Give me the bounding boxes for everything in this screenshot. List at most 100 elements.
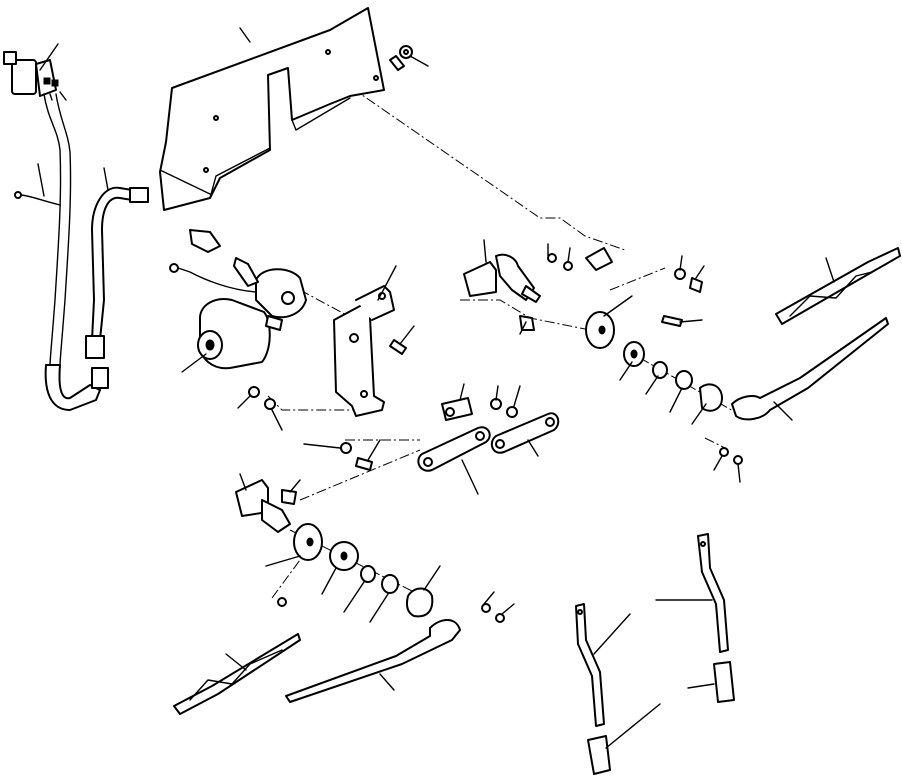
link-bar-left-body xyxy=(417,426,491,472)
leader-left-arm xyxy=(379,673,395,691)
bracket-bolt-shank xyxy=(389,339,407,355)
leader-switch xyxy=(39,43,59,71)
leader-crank-washer xyxy=(513,385,521,407)
jumper-connector-bottom xyxy=(91,367,109,389)
bracket-nut xyxy=(248,386,260,398)
right-pivot-upper-bolt xyxy=(689,277,703,293)
leader-right-screw xyxy=(679,319,703,323)
link-bar-right xyxy=(490,412,560,454)
bracket-nut-lower xyxy=(340,442,352,454)
motor-plug-boot xyxy=(233,257,259,287)
right-washer-flat-hole xyxy=(630,349,638,359)
extension-right-hole xyxy=(700,541,706,547)
left-washer-lock xyxy=(360,565,376,583)
alignment-line-right-nut xyxy=(609,267,666,291)
left-washer-flat-hole xyxy=(340,551,348,561)
leader-left-arm-washer xyxy=(501,603,515,615)
alignment-line-left-screw xyxy=(271,559,301,599)
cover-edge xyxy=(159,97,351,199)
bracket-bolt xyxy=(248,339,407,471)
alignment-line-right-arm-nut xyxy=(704,437,726,449)
leader-right-washer-lock xyxy=(645,375,659,395)
cover-nut-hole xyxy=(403,49,409,55)
right-wiper-blade xyxy=(775,247,901,325)
motor-gearbox xyxy=(255,268,307,319)
left-blade-yoke xyxy=(189,649,283,701)
boot-left-body xyxy=(587,735,611,775)
bracket-bolt-lower xyxy=(355,457,373,471)
alignment-line-link-left xyxy=(299,449,421,501)
left-wiper-arm xyxy=(285,619,461,703)
harness-lower-loop xyxy=(44,364,101,411)
right-pivot-clip xyxy=(585,247,613,271)
switch-terminal xyxy=(43,77,51,85)
leader-right-blade xyxy=(825,257,835,283)
harness-wire-ends xyxy=(49,91,67,101)
link-bar-left-hole xyxy=(475,431,485,441)
bracket-hole xyxy=(349,333,359,343)
extension-left-hole xyxy=(577,609,583,615)
leader-switch-harness xyxy=(37,163,45,197)
leader-right-hex-nut xyxy=(669,387,683,413)
switch-body xyxy=(11,59,37,95)
leader-bracket-nut xyxy=(237,395,251,409)
leader-right-pivot-washer xyxy=(567,247,571,263)
leader-right-arm-nut xyxy=(713,455,723,471)
wiper-cover xyxy=(159,7,385,211)
leader-right-arm xyxy=(773,401,793,421)
left-blade-frame xyxy=(173,633,301,715)
cover-hole xyxy=(213,115,219,121)
left-pivot-plate xyxy=(235,479,269,517)
leader-bracket-bolt xyxy=(399,325,415,345)
right-pivot-screw xyxy=(661,315,683,327)
right-hub-center xyxy=(598,325,606,335)
leader-link-right xyxy=(527,439,539,457)
rubber-boot-left xyxy=(587,735,611,775)
left-pivot-washers xyxy=(277,541,505,623)
arm-extension-left xyxy=(575,603,605,727)
motor-crank-arm xyxy=(441,397,518,421)
cover-hole xyxy=(325,49,331,55)
leader-cover-bolts xyxy=(409,55,429,67)
right-pivot-plug xyxy=(519,315,535,331)
leader-left-arm-cap xyxy=(423,565,441,591)
arm-extension-right xyxy=(697,533,729,653)
toggle-switch xyxy=(3,51,59,97)
right-arm-washer xyxy=(733,455,743,465)
wiper-motor xyxy=(169,229,307,370)
leader-extension-left xyxy=(593,613,631,655)
harness-wire xyxy=(55,93,72,366)
leader-left-arm-nut xyxy=(483,591,495,605)
leader-jumper-harness xyxy=(103,167,109,191)
motor-connector xyxy=(189,229,221,253)
right-blade-yoke xyxy=(789,271,873,317)
leader-left-hub xyxy=(265,555,301,567)
crank-arm-hole xyxy=(445,407,455,417)
cover-hole xyxy=(203,167,209,173)
link-bar-right-body xyxy=(490,412,560,454)
leader-motor xyxy=(181,353,207,373)
leader-left-washer-lock xyxy=(343,581,365,613)
extension-right-rod xyxy=(697,533,729,653)
callout-leaders xyxy=(37,27,835,749)
leader-crank-nut xyxy=(495,385,499,401)
motor-gearbox-flange xyxy=(265,315,283,331)
right-pivot-shaft xyxy=(521,285,541,303)
harness-ground-wire xyxy=(19,194,61,206)
motor-ground-terminal xyxy=(169,263,179,273)
left-pivot-screw xyxy=(277,597,287,607)
motor-lead-wire xyxy=(177,267,257,293)
leader-left-washer-flat xyxy=(321,567,337,595)
motor-end-cap-hub xyxy=(205,339,215,351)
leader-cover xyxy=(239,27,251,43)
cover-bolts xyxy=(389,45,413,71)
jumper-connector-mid xyxy=(85,335,105,359)
link-bar-right-hole xyxy=(545,417,555,427)
leader-right-washer-flat xyxy=(619,361,633,381)
left-arm-body xyxy=(285,619,461,703)
jumper-harness xyxy=(85,186,149,389)
rubber-boot-right xyxy=(713,661,735,703)
left-arm-cap xyxy=(405,587,434,618)
left-arm-nut xyxy=(481,603,491,613)
